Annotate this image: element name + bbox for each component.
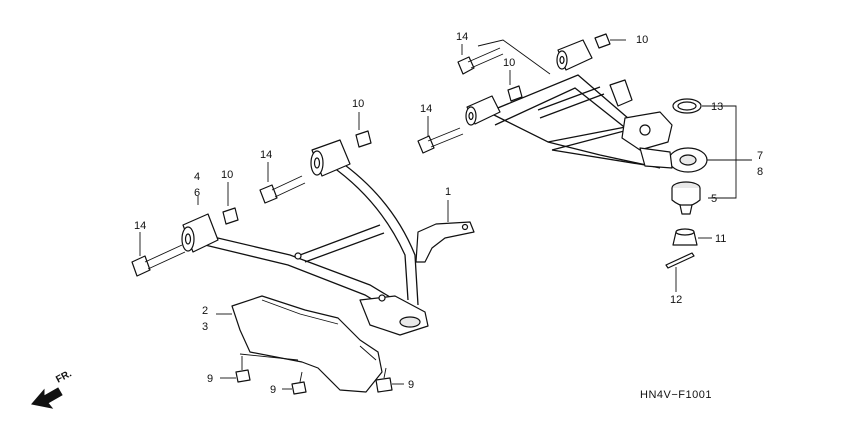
lower-arm-bushing-rear [310, 139, 351, 177]
callout-3: 3 [202, 321, 208, 333]
leader-lines [139, 39, 752, 390]
callout-4: 4 [194, 171, 200, 183]
callout-9: 9 [207, 373, 213, 385]
bolt-icon[interactable] [417, 127, 464, 154]
nut-icon[interactable] [594, 33, 611, 49]
lower-arm[interactable] [204, 159, 429, 336]
callout-14: 14 [260, 149, 272, 161]
nut-icon[interactable] [355, 130, 372, 148]
bolt-icon[interactable] [457, 47, 504, 75]
upper-arm-bushing-rear [556, 39, 593, 71]
callout-14: 14 [420, 103, 432, 115]
castle-nut-icon[interactable] [672, 228, 698, 246]
callout-11: 11 [715, 233, 726, 245]
bolt-icon[interactable] [235, 356, 251, 383]
callout-5: 5 [711, 193, 717, 205]
callout-6: 6 [194, 187, 200, 199]
callout-10: 10 [221, 169, 233, 181]
lower-arm-bushing-front [181, 213, 219, 253]
upper-arm-ball-joint-eye [639, 147, 708, 173]
nut-icon[interactable] [222, 207, 239, 225]
bolt-icon[interactable] [131, 244, 186, 277]
callout-9: 9 [270, 384, 276, 396]
callout-10: 10 [503, 57, 515, 69]
bolt-icon[interactable] [375, 367, 393, 393]
callout-1: 1 [445, 186, 451, 198]
nut-icon[interactable] [507, 85, 523, 102]
direction-label: FR. [54, 368, 74, 385]
upper-arm[interactable] [486, 74, 673, 169]
callout-7: 7 [757, 150, 763, 162]
skid-guard[interactable] [231, 295, 383, 393]
callout-12: 12 [670, 294, 682, 306]
ball-joint-icon[interactable] [671, 181, 701, 215]
callout-8: 8 [757, 166, 763, 178]
callout-10: 10 [352, 98, 364, 110]
catalog-code: HN4V−F1001 [640, 389, 712, 401]
bracket-icon[interactable] [415, 221, 475, 263]
callout-9: 9 [408, 379, 414, 391]
upper-arm-bushing-front [465, 95, 501, 126]
snap-ring-icon[interactable] [672, 98, 702, 114]
cotter-pin-icon[interactable] [665, 252, 695, 269]
callout-10: 10 [636, 34, 648, 46]
callout-14: 14 [134, 220, 146, 232]
front-direction-arrow-icon [31, 387, 63, 409]
callout-14: 14 [456, 31, 468, 43]
bolt-icon[interactable] [291, 371, 307, 395]
callout-2: 2 [202, 305, 208, 317]
bolt-icon[interactable] [259, 175, 306, 204]
callout-13: 13 [711, 101, 723, 113]
